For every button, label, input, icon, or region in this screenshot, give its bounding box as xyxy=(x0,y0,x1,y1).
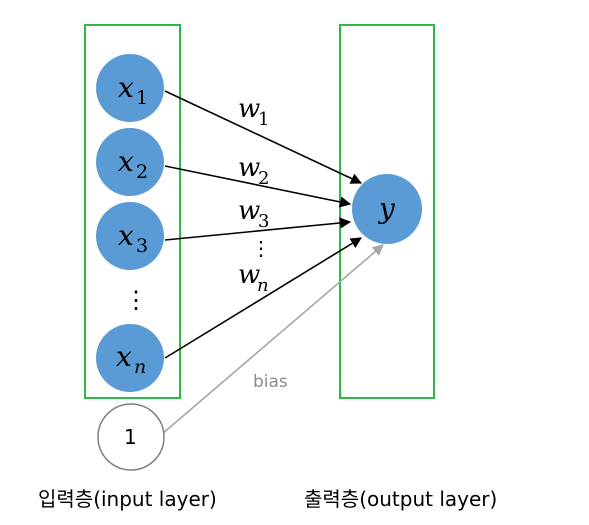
x3-subscript: 3 xyxy=(136,235,148,257)
input-layer-box xyxy=(84,24,181,399)
edge-x2-y xyxy=(164,165,352,208)
input-ellipsis: ⋮ xyxy=(124,286,148,314)
x2-symbol: x xyxy=(118,145,134,178)
w3-subscript: 3 xyxy=(258,211,269,232)
bias-node-value: 1 xyxy=(124,425,137,449)
bias-node: 1 xyxy=(97,403,165,471)
bias-label: bias xyxy=(253,372,288,392)
x3-symbol: x xyxy=(118,219,134,252)
weight-w1: w 1 xyxy=(238,94,269,130)
w1-symbol: w xyxy=(238,94,260,124)
input-node-x2: x 2 xyxy=(96,128,164,196)
input-node-x1: x 1 xyxy=(96,54,164,122)
weight-wn: w n xyxy=(238,260,269,296)
w1-subscript: 1 xyxy=(258,109,269,130)
weight-w3: w 3 xyxy=(238,196,269,232)
w3-symbol: w xyxy=(238,196,260,226)
wn-symbol: w xyxy=(238,260,260,290)
edge-x1-y xyxy=(164,90,363,184)
edge-bias-y xyxy=(161,244,384,435)
output-layer-box xyxy=(339,24,435,399)
output-layer-caption: 출력층(output layer) xyxy=(304,487,497,511)
x1-subscript: 1 xyxy=(136,87,148,109)
input-node-xn: x n xyxy=(96,324,164,392)
xn-symbol: x xyxy=(116,340,132,373)
input-node-x3: x 3 xyxy=(96,202,164,270)
weights-ellipsis: ⋮ xyxy=(251,236,271,260)
x2-subscript: 2 xyxy=(136,161,148,183)
edge-x3-y xyxy=(164,217,352,241)
x1-symbol: x xyxy=(118,71,134,104)
w2-symbol: w xyxy=(238,153,260,183)
output-node-y: y xyxy=(352,174,422,244)
weight-w2: w 2 xyxy=(238,153,269,189)
w2-subscript: 2 xyxy=(258,168,269,189)
xn-subscript: n xyxy=(134,356,146,378)
input-layer-caption: 입력층(input layer) xyxy=(38,487,217,511)
y-symbol: y xyxy=(377,192,396,225)
edge-xn-y xyxy=(164,237,362,359)
wn-subscript: n xyxy=(257,275,269,296)
